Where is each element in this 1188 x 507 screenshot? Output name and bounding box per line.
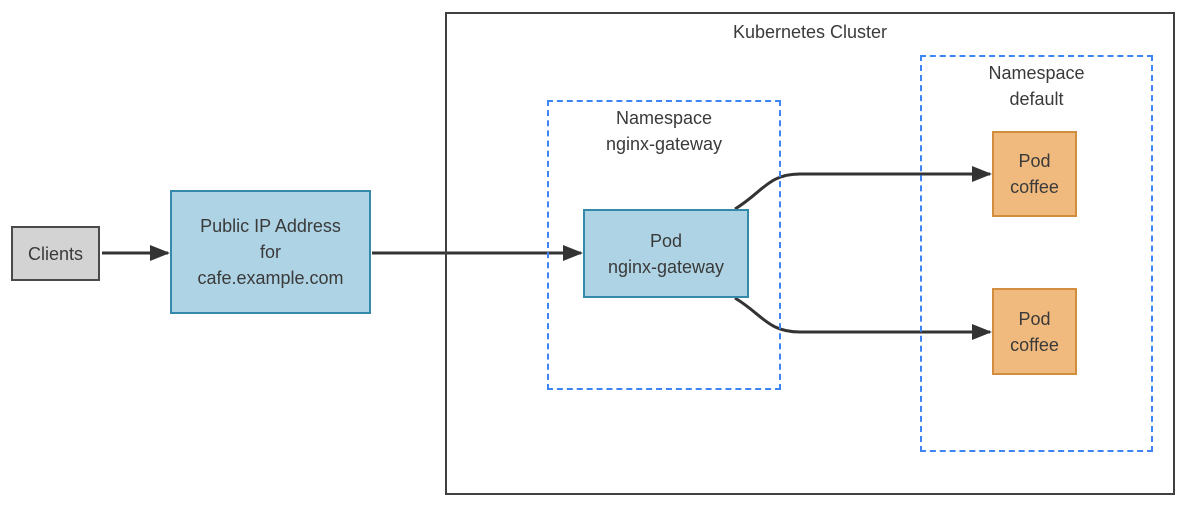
- pod-coffee-1-label: Pod coffee: [1010, 151, 1059, 197]
- public-ip-label: Public IP Address for cafe.example.com: [197, 216, 344, 288]
- pod-coffee-2-box: Pod coffee: [992, 288, 1077, 375]
- pod-coffee-1-box: Pod coffee: [992, 131, 1077, 217]
- pod-coffee-2-label: Pod coffee: [1010, 308, 1059, 355]
- pod-nginx-gateway-box: Pod nginx-gateway: [583, 209, 749, 298]
- clients-box: Clients: [11, 226, 100, 281]
- namespace-default-box: Namespace default: [920, 55, 1153, 452]
- clients-label: Clients: [27, 243, 84, 264]
- namespace-default-label: Namespace default: [988, 63, 1085, 109]
- namespace-nginx-gateway-label: Namespace nginx-gateway: [605, 108, 723, 154]
- kubernetes-cluster-box: Kubernetes Cluster: [445, 12, 1175, 495]
- namespace-nginx-gateway-box: Namespace nginx-gateway: [547, 100, 781, 390]
- pod-nginx-gateway-label: Pod nginx-gateway: [607, 230, 725, 277]
- kubernetes-cluster-title: Kubernetes Cluster: [732, 22, 888, 42]
- public-ip-box: Public IP Address for cafe.example.com: [170, 190, 371, 314]
